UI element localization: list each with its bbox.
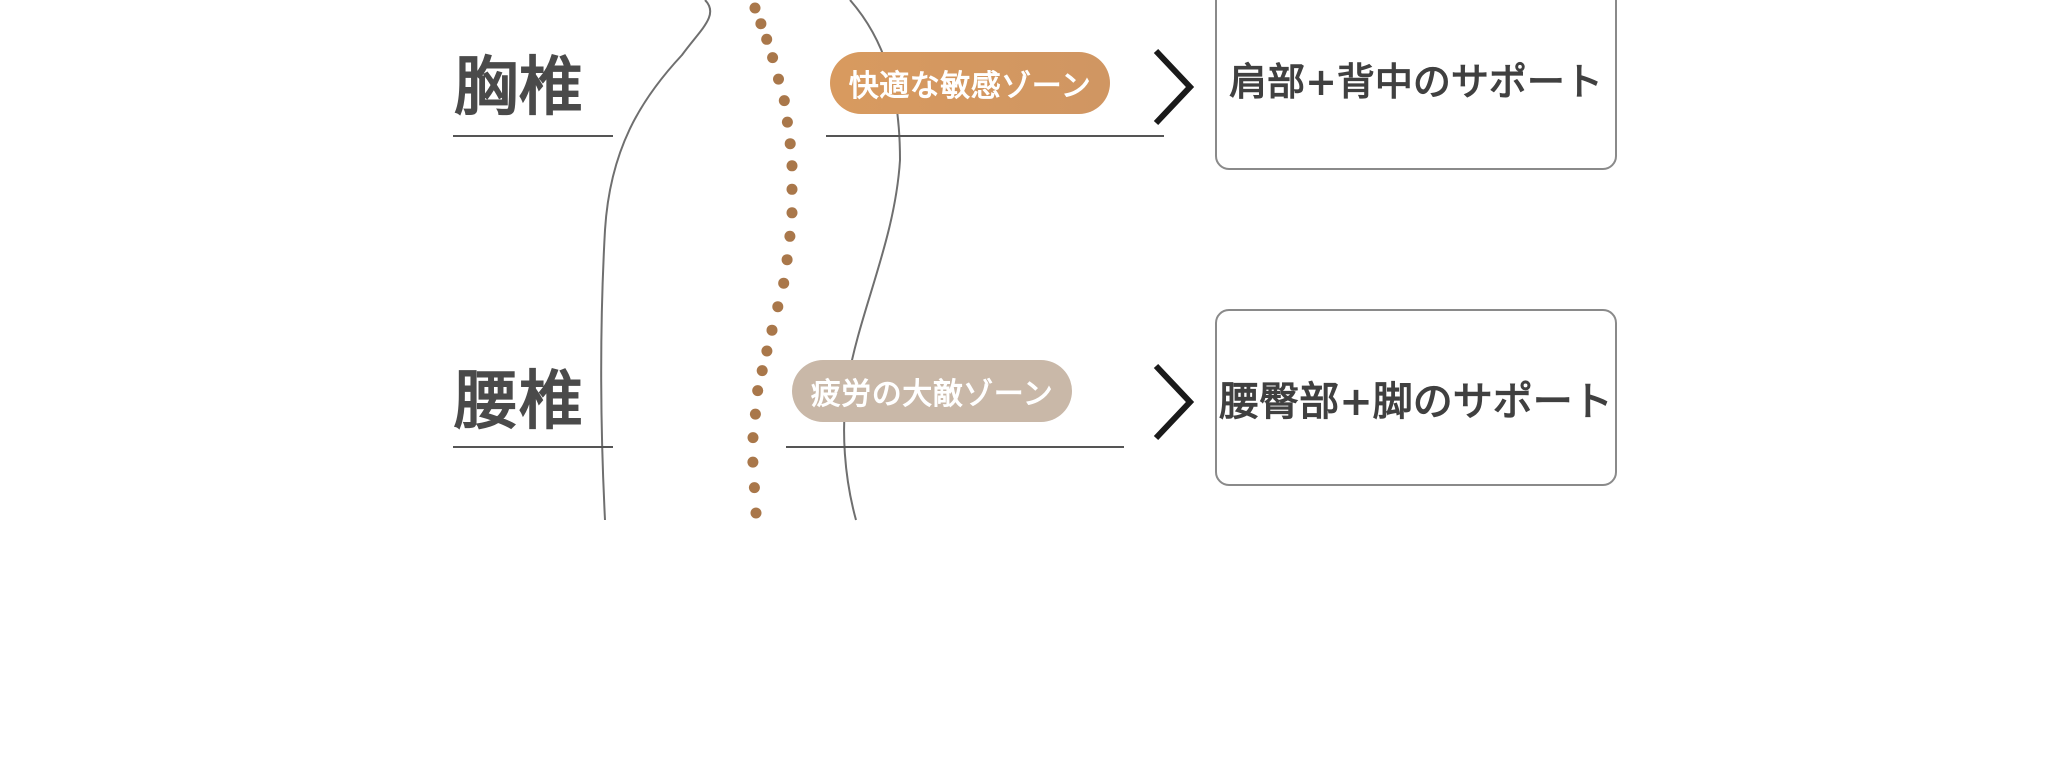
spine-dot xyxy=(755,18,767,30)
back-outline-line xyxy=(600,0,712,521)
spine-dot xyxy=(761,345,773,357)
spine-dot xyxy=(784,230,796,242)
spine-dot xyxy=(767,52,779,64)
spine-dot xyxy=(747,432,759,444)
spine-dot xyxy=(781,116,793,128)
region-underline-thoracic xyxy=(453,135,613,137)
spine-dot xyxy=(752,385,764,397)
region-label-thoracic: 胸椎 xyxy=(454,51,584,125)
spine-dot xyxy=(781,254,793,266)
chevron-right-icon xyxy=(1153,48,1195,126)
support-box-shoulder-back: 肩部+背中のサポート xyxy=(1215,0,1617,170)
zone-underline-fatigue xyxy=(786,446,1124,448)
spine-dot xyxy=(750,507,762,519)
spine-dot xyxy=(773,73,784,85)
zone-pill-fatigue: 疲労の大敵ゾーン xyxy=(792,360,1072,422)
spine-dot xyxy=(786,160,798,172)
region-label-lumbar: 腰椎 xyxy=(454,365,584,439)
spine-dot xyxy=(748,482,760,494)
spine-dot xyxy=(756,365,768,377)
spine-dots xyxy=(747,2,798,519)
spine-dot xyxy=(772,301,784,313)
spine-dot xyxy=(786,207,798,219)
spine-dot xyxy=(778,95,790,107)
spine-dot xyxy=(786,183,798,195)
spine-dot xyxy=(761,33,773,45)
spine-dot xyxy=(778,277,790,289)
spine-dot xyxy=(766,324,778,336)
chevron-right-icon xyxy=(1153,363,1195,441)
region-underline-lumbar xyxy=(453,446,613,448)
spine-dot xyxy=(749,408,761,420)
spine-dot xyxy=(749,2,761,14)
zone-underline-comfort xyxy=(826,135,1164,137)
spine-dot xyxy=(784,138,796,150)
support-box-hip-leg: 腰臀部+脚のサポート xyxy=(1215,309,1617,486)
zone-pill-comfort: 快適な敏感ゾーン xyxy=(830,52,1110,114)
spine-dot xyxy=(747,456,759,468)
